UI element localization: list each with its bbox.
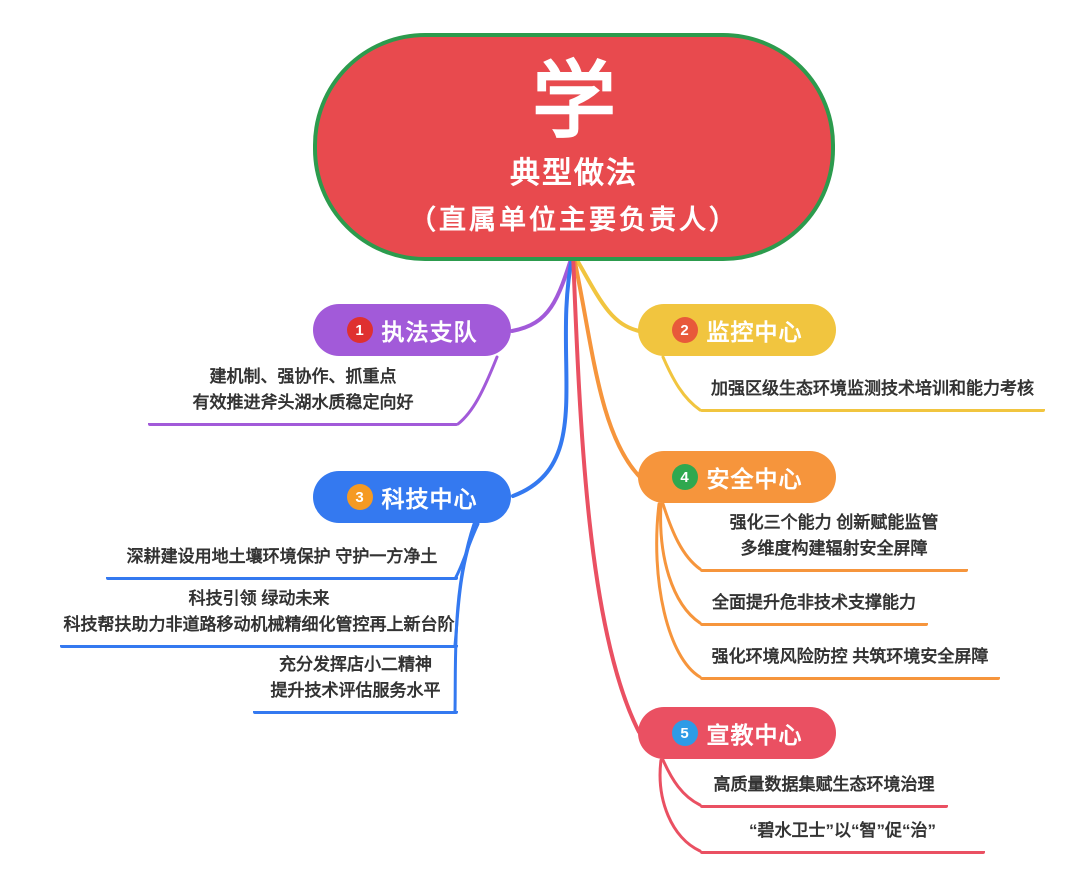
child-line: 有效推进斧头湖水质稳定向好 [192, 393, 414, 412]
child-line: 提升技术评估服务水平 [270, 681, 441, 700]
child-line: 深耕建设用地土壤环境保护 守护一方净土 [126, 547, 438, 566]
root-title: 典型做法 [510, 156, 638, 190]
child-line: 建机制、强协作、抓重点 [209, 367, 397, 386]
child-topic[interactable]: 高质量数据集赋生态环境治理 [700, 772, 948, 808]
branch-technology-center[interactable]: 3 科技中心 [313, 471, 511, 523]
branch-safety-center[interactable]: 4 安全中心 [638, 451, 836, 503]
child-line: 高质量数据集赋生态环境治理 [713, 775, 935, 794]
branch-label: 监控中心 [706, 319, 803, 345]
branch-monitoring-center[interactable]: 2 监控中心 [638, 304, 836, 356]
branch-education-center[interactable]: 5 宣教中心 [638, 707, 836, 759]
branch-enforcement-detachment[interactable]: 1 执法支队 [313, 304, 511, 356]
root-subtitle: （直属单位主要负责人） [409, 204, 739, 235]
child-topic[interactable]: 强化环境风险防控 共筑环境安全屏障 [700, 644, 1000, 680]
child-line: 全面提升危非技术支撑能力 [712, 593, 916, 612]
child-topic[interactable]: 全面提升危非技术支撑能力 [700, 590, 928, 626]
branch-label: 宣教中心 [706, 722, 803, 748]
child-topic[interactable]: 强化三个能力 创新赋能监管 多维度构建辐射安全屏障 [700, 510, 968, 572]
child-line: 充分发挥店小二精神 [279, 655, 432, 674]
branch-number-badge: 3 [346, 484, 373, 510]
branch-number-badge: 5 [671, 720, 698, 746]
branch-label: 科技中心 [381, 486, 478, 512]
branch-label: 执法支队 [381, 319, 478, 345]
child-topic[interactable]: 深耕建设用地土壤环境保护 守护一方净土 [106, 544, 458, 580]
child-line: 科技引领 绿动未来 [188, 589, 330, 608]
child-topic[interactable]: 充分发挥店小二精神 提升技术评估服务水平 [253, 652, 458, 714]
child-line: 加强区级生态环境监测技术培训和能力考核 [711, 379, 1034, 398]
child-line: 强化三个能力 创新赋能监管 [729, 513, 939, 532]
child-topic[interactable]: 科技引领 绿动未来 科技帮扶助力非道路移动机械精细化管控再上新台阶 [60, 586, 458, 648]
root-big-char: 学 [531, 54, 616, 149]
child-line: 多维度构建辐射安全屏障 [740, 539, 928, 558]
branch-number-badge: 4 [671, 464, 698, 490]
child-line: “碧水卫士”以“智”促“治” [749, 821, 936, 840]
child-line: 强化环境风险防控 共筑环境安全屏障 [711, 647, 989, 666]
child-topic[interactable]: 加强区级生态环境监测技术培训和能力考核 [700, 376, 1045, 412]
child-line: 科技帮扶助力非道路移动机械精细化管控再上新台阶 [63, 615, 455, 634]
branch-label: 安全中心 [706, 466, 803, 492]
branch-number-badge: 1 [346, 317, 373, 343]
child-topic[interactable]: “碧水卫士”以“智”促“治” [700, 818, 985, 854]
child-topic[interactable]: 建机制、强协作、抓重点 有效推进斧头湖水质稳定向好 [148, 364, 458, 426]
branch-number-badge: 2 [671, 317, 698, 343]
root-topic[interactable]: 学 典型做法 （直属单位主要负责人） [313, 33, 835, 261]
